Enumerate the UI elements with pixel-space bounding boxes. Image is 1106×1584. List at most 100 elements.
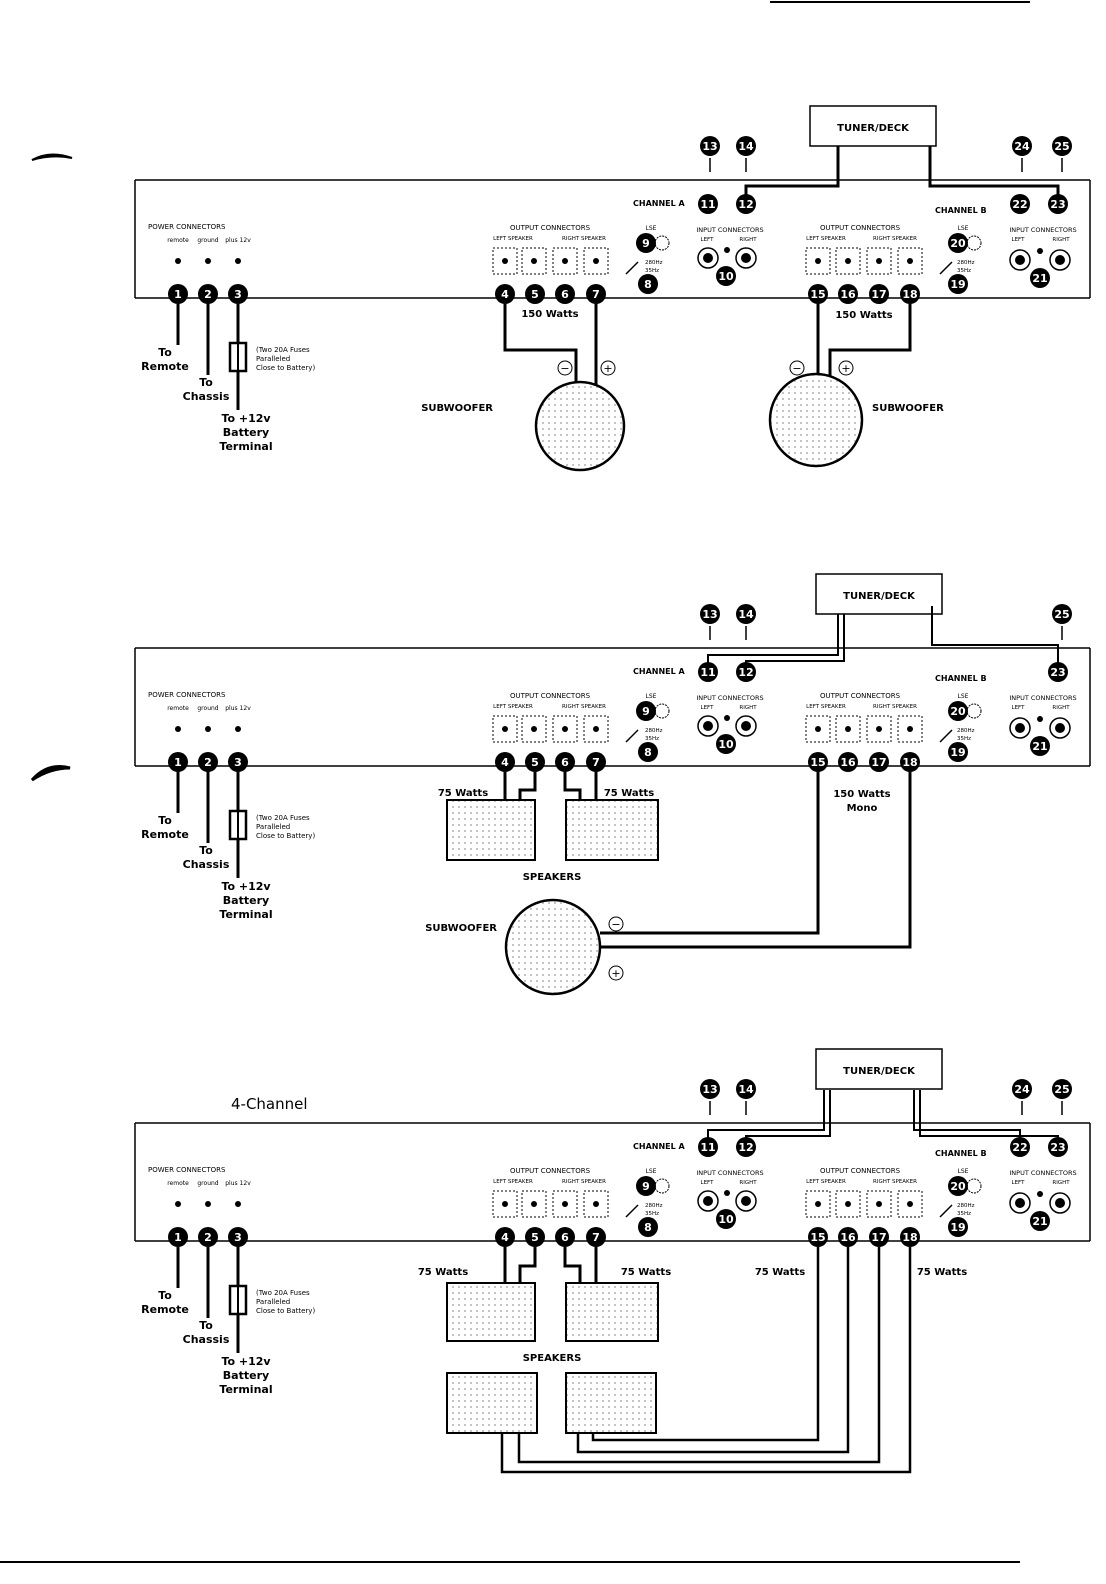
input-right-label: RIGHT bbox=[739, 1180, 757, 1186]
input-right-label: RIGHT bbox=[1052, 237, 1070, 243]
rca-center bbox=[703, 1196, 713, 1206]
callout-number: 24 bbox=[1014, 140, 1030, 153]
watts-label: 75 Watts bbox=[917, 1267, 967, 1278]
callout-badge bbox=[838, 284, 858, 304]
caption-line: Chassis bbox=[183, 390, 230, 403]
callout-number: 13 bbox=[702, 140, 717, 153]
caption-line: Battery bbox=[223, 894, 269, 907]
callout-badge bbox=[228, 1227, 248, 1247]
terminal-dot bbox=[562, 258, 568, 264]
watts-label: 75 Watts bbox=[755, 1267, 805, 1278]
terminal-dot bbox=[235, 1201, 241, 1207]
input-left-label: LEFT bbox=[701, 237, 715, 243]
caption-line: Remote bbox=[141, 1303, 189, 1316]
callout-badge bbox=[700, 1079, 720, 1099]
callout-number: 15 bbox=[810, 756, 825, 769]
tuner-deck-label: TUNER/DECK bbox=[843, 591, 916, 602]
wire bbox=[600, 772, 820, 935]
callout-number: 1 bbox=[174, 1231, 182, 1244]
input-connectors-label: INPUT CONNECTORS bbox=[696, 226, 763, 234]
input-dot bbox=[1037, 716, 1043, 722]
polarity-sign: − bbox=[792, 362, 801, 375]
power-term-label: plus 12v bbox=[225, 237, 251, 244]
callout-number: 16 bbox=[840, 1231, 856, 1244]
callout-badge bbox=[168, 1227, 188, 1247]
subwoofer-cone bbox=[534, 380, 626, 472]
margin-mark-1 bbox=[31, 153, 73, 161]
input-connectors-label: INPUT CONNECTORS bbox=[696, 694, 763, 702]
callout-badge bbox=[869, 752, 889, 772]
channel-a-label: CHANNEL A bbox=[633, 199, 685, 208]
terminal-dot bbox=[907, 258, 913, 264]
input-dot bbox=[724, 1190, 730, 1196]
callout-badge bbox=[869, 1227, 889, 1247]
callout-number: 12 bbox=[738, 666, 753, 679]
terminal-dot bbox=[531, 726, 537, 732]
freq-knob-indicator bbox=[625, 1204, 639, 1218]
polarity-sign: + bbox=[841, 362, 850, 375]
lse-switch bbox=[966, 703, 982, 719]
terminal-dot bbox=[175, 258, 181, 264]
freq-high-label: 280Hz bbox=[645, 728, 663, 734]
terminal-dot bbox=[815, 258, 821, 264]
callout-number: 18 bbox=[902, 1231, 917, 1244]
right-speaker-label: RIGHT SPEAKER bbox=[562, 236, 606, 242]
callout-number: 8 bbox=[644, 278, 652, 291]
callout-badge bbox=[1012, 1079, 1032, 1099]
output-connectors-label: OUTPUT CONNECTORS bbox=[820, 224, 901, 232]
watts-label: 150 Watts bbox=[521, 309, 578, 320]
polarity-circle bbox=[838, 360, 854, 376]
callout-badge bbox=[168, 284, 188, 304]
wire bbox=[500, 1247, 912, 1474]
rca-center bbox=[1015, 1198, 1025, 1208]
callout-number: 20 bbox=[950, 237, 966, 250]
left-speaker-label: LEFT SPEAKER bbox=[806, 236, 846, 242]
rca-center bbox=[741, 721, 751, 731]
callout-number: 4 bbox=[501, 1231, 509, 1244]
output-connectors-label: OUTPUT CONNECTORS bbox=[510, 1167, 591, 1175]
callout-badge bbox=[638, 274, 658, 294]
freq-knob-indicator bbox=[939, 729, 953, 743]
input-left-label: LEFT bbox=[1012, 705, 1026, 711]
callout-number: 9 bbox=[642, 705, 650, 718]
callout-badge bbox=[198, 284, 218, 304]
terminal-dot bbox=[845, 726, 851, 732]
callout-number: 6 bbox=[561, 1231, 569, 1244]
caption-line: To bbox=[158, 1289, 172, 1302]
callout-number: 14 bbox=[738, 140, 754, 153]
input-left-label: LEFT bbox=[1012, 237, 1026, 243]
power-term-label: plus 12v bbox=[225, 1180, 251, 1187]
output-terminal-box bbox=[805, 1190, 831, 1218]
callout-badge bbox=[698, 194, 718, 214]
freq-high-label: 280Hz bbox=[645, 1203, 663, 1209]
terminal-dot bbox=[907, 726, 913, 732]
output-terminal-box bbox=[521, 247, 547, 275]
terminal-dot bbox=[502, 258, 508, 264]
watts-label: 75 Watts bbox=[621, 1267, 671, 1278]
freq-low-label: 35Hz bbox=[645, 268, 659, 274]
right-speaker-label: RIGHT SPEAKER bbox=[873, 1179, 917, 1185]
rca-center bbox=[703, 721, 713, 731]
output-terminal-box bbox=[835, 1190, 861, 1218]
callout-badge bbox=[808, 1227, 828, 1247]
callout-number: 10 bbox=[718, 738, 734, 751]
polarity-circle bbox=[789, 360, 805, 376]
input-right-label: RIGHT bbox=[739, 237, 757, 243]
terminal-dot bbox=[876, 1201, 882, 1207]
terminal-dot bbox=[175, 726, 181, 732]
output-terminal-box bbox=[897, 247, 923, 275]
callout-number: 13 bbox=[702, 608, 717, 621]
callout-number: 20 bbox=[950, 705, 966, 718]
speaker-box bbox=[446, 1372, 538, 1434]
diagram-title: 4-Channel bbox=[231, 1095, 308, 1113]
caption-line: Close to Battery) bbox=[256, 1307, 315, 1315]
caption-line: Paralleled bbox=[256, 823, 290, 831]
output-terminal-box bbox=[492, 715, 518, 743]
speakers-label: SPEAKERS bbox=[523, 872, 582, 883]
tuner-deck-label: TUNER/DECK bbox=[837, 123, 910, 134]
callout-badge bbox=[1030, 736, 1050, 756]
callout-number: 17 bbox=[871, 1231, 886, 1244]
rca-center bbox=[741, 1196, 751, 1206]
output-terminal-box bbox=[835, 715, 861, 743]
